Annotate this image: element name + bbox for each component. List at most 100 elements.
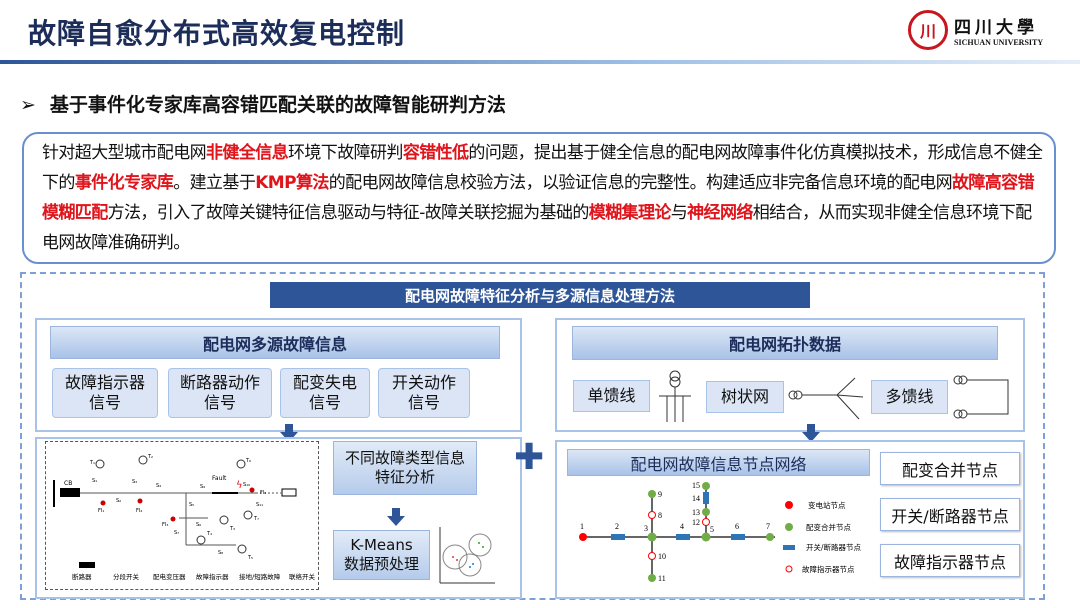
svg-text:FI₁: FI₁	[98, 508, 104, 514]
svg-text:S₆: S₆	[196, 522, 201, 528]
topology-single-feeder: 单馈线	[573, 380, 650, 412]
section-subtitle: ➢ 基于事件化专家库高容错匹配关联的故障智能研判方法	[20, 90, 506, 117]
down-arrow-icon	[387, 508, 405, 526]
svg-text:T₃: T₃	[229, 526, 235, 532]
fault-label: Fault	[212, 475, 227, 482]
svg-text:S₉: S₉	[200, 484, 205, 490]
tree-network-icon	[788, 377, 864, 420]
highlight-text: 非健全信息	[206, 143, 289, 163]
svg-text:9: 9	[658, 490, 662, 499]
chip-breaker: 断路器动作 信号	[168, 368, 272, 418]
paragraph-text: 的配电网故障信息校验方法，以验证信息的完整性。构建适应非完备信息环境的配电网	[328, 173, 953, 193]
svg-text:配变合并节点: 配变合并节点	[806, 522, 851, 532]
chip-fault-indicator: 故障指示器 信号	[52, 368, 158, 418]
topology-multi-feeder: 多馈线	[871, 380, 948, 414]
method-title-bar: 配电网故障特征分析与多源信息处理方法	[270, 282, 810, 308]
svg-text:配电变压器: 配电变压器	[153, 572, 186, 581]
svg-text:S₄: S₄	[156, 483, 161, 489]
highlight-text: 事件化专家库	[74, 173, 174, 193]
svg-text:断路器: 断路器	[72, 572, 92, 581]
svg-text:S₇: S₇	[174, 530, 179, 536]
svg-text:S₁: S₁	[92, 478, 97, 484]
svg-text:13: 13	[692, 508, 700, 517]
svg-text:8: 8	[658, 511, 662, 520]
highlight-text: 模糊集理论	[588, 203, 672, 223]
svg-text:14: 14	[692, 494, 700, 503]
chip-switch-action: 开关动作 信号	[378, 368, 470, 418]
paragraph-text: 。建立基于	[173, 173, 256, 193]
svg-text:15: 15	[692, 481, 700, 490]
highlight-text: KMP算法	[255, 173, 329, 193]
svg-text:1: 1	[580, 522, 584, 531]
svg-text:分段开关: 分段开关	[113, 572, 140, 581]
svg-text:3: 3	[644, 524, 648, 533]
node-network-header: 配电网故障信息节点网络	[567, 449, 870, 476]
cluster-scatter-icon	[439, 527, 495, 584]
svg-text:联络开关: 联络开关	[289, 572, 316, 581]
svg-text:接地/短路故障: 接地/短路故障	[239, 572, 281, 581]
svg-text:T₆: T₆	[245, 458, 251, 464]
chip-transformer-loss: 配变失电 信号	[280, 368, 370, 418]
svg-text:4: 4	[680, 522, 684, 531]
highlight-text: 神经网络	[687, 203, 753, 223]
topology-header: 配电网拓扑数据	[572, 326, 998, 360]
svg-text:FI₃: FI₃	[162, 522, 168, 528]
highlight-text: 容错性低	[402, 143, 469, 163]
down-arrow-icon	[802, 424, 820, 442]
node-type-indicator: 故障指示器节点	[880, 544, 1020, 577]
svg-text:故障指示器: 故障指示器	[196, 572, 229, 581]
highlight-text: 故障高容错模糊匹配	[42, 173, 1035, 223]
feature-analysis-box: 不同故障类型信息 特征分析	[333, 441, 477, 495]
svg-text:11: 11	[658, 574, 666, 583]
subtitle-text: 基于事件化专家库高容错匹配关联的故障智能研判方法	[49, 94, 506, 116]
svg-text:S₃: S₃	[132, 479, 137, 485]
svg-text:FI₄: FI₄	[260, 490, 266, 496]
paragraph-text: 相结合，从而实现非健全信息环境下配电网故障准确研判。	[42, 203, 1032, 253]
multi-source-header: 配电网多源故障信息	[50, 326, 500, 359]
paragraph-text: 与	[670, 203, 688, 223]
kmeans-box: K-Means 数据预处理	[333, 530, 430, 580]
svg-text:FI₂: FI₂	[136, 508, 142, 514]
svg-text:10: 10	[658, 552, 666, 561]
svg-text:S₅: S₅	[189, 502, 194, 508]
plus-icon: ✚	[514, 437, 545, 478]
node-type-merge: 配变合并节点	[880, 452, 1020, 485]
svg-text:开关/断路器节点: 开关/断路器节点	[806, 542, 862, 552]
page-title: 故障自愈分布式高效复电控制	[28, 17, 406, 50]
paragraph-text: 的问题，提出基于健全信息的配电网故障事件化仿真模拟技术，形成信息不健全下的	[42, 143, 1043, 193]
paragraph-text: 环境下故障研判	[288, 143, 403, 163]
svg-text:故障指示器节点: 故障指示器节点	[802, 564, 855, 574]
header-divider	[0, 60, 1080, 64]
svg-text:S₁₀: S₁₀	[243, 482, 250, 488]
logo-en: SICHUAN UNIVERSITY	[954, 38, 1044, 47]
svg-text:T₅: T₅	[247, 555, 253, 561]
node-type-switch: 开关/断路器节点	[880, 498, 1020, 531]
arrow-bullet-icon: ➢	[20, 94, 36, 116]
multi-feeder-icon	[953, 375, 1009, 419]
seal-icon: 川	[908, 10, 948, 50]
svg-text:S₂: S₂	[116, 498, 121, 504]
svg-text:6: 6	[735, 522, 739, 531]
svg-text:2: 2	[615, 522, 619, 531]
logo-cn: 四川大學	[954, 18, 1038, 38]
cb-label: CB	[64, 480, 72, 487]
svg-text:5: 5	[710, 525, 714, 534]
svg-text:7: 7	[766, 522, 770, 531]
svg-text:S₁₁: S₁₁	[256, 502, 263, 508]
paragraph-text: 针对超大型城市配电网	[42, 143, 207, 163]
node-1	[579, 533, 587, 541]
method-container	[20, 272, 1045, 600]
svg-text:T₇: T₇	[253, 516, 259, 522]
svg-text:ϟ: ϟ	[236, 480, 243, 491]
single-feeder-icon	[659, 370, 691, 422]
description-box: 针对超大型城市配电网非健全信息环境下故障研判容错性低的问题，提出基于健全信息的配…	[22, 132, 1056, 264]
svg-text:T₁: T₁	[89, 460, 95, 466]
topology-tree: 树状网	[706, 381, 784, 413]
svg-text:12: 12	[692, 518, 700, 527]
svg-text:变电站节点: 变电站节点	[808, 500, 846, 510]
svg-text:T₄: T₄	[206, 531, 212, 537]
